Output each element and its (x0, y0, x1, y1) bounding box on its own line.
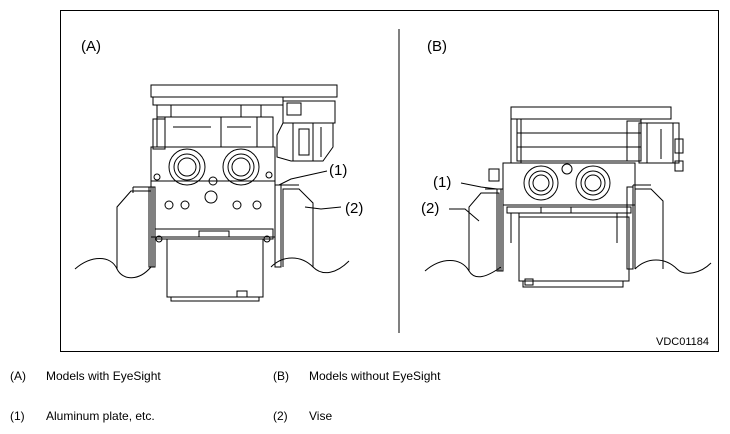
port-left-b (523, 165, 559, 201)
callout-line-1-a (278, 170, 328, 186)
port-left-a (168, 148, 206, 186)
aluminum-plate-left-a (148, 186, 156, 268)
panel-a-label: (A) (81, 38, 101, 55)
vise-jaw-right-a (280, 184, 314, 267)
legend-key-2: (2) (273, 409, 288, 423)
legend-key-b: (B) (273, 369, 289, 383)
motor-body-b (518, 216, 630, 282)
callout-1-b: (1) (433, 174, 451, 191)
legend-text-b: Models without EyeSight (309, 369, 441, 383)
panel-a-drawing (74, 84, 350, 302)
figure-code: VDC01184 (656, 336, 709, 348)
vise-jaw-right-b (632, 184, 664, 269)
legend-text-a: Models with EyeSight (46, 369, 161, 383)
legend-text-2: Vise (309, 409, 333, 423)
legend-row-2: (1) Aluminum plate, etc. (2) Vise (0, 409, 730, 425)
aluminum-plate-right-a (274, 184, 282, 268)
motor-body-a (166, 238, 264, 298)
vise-jaw-left-a (116, 186, 154, 269)
callout-line-1-b (460, 182, 498, 190)
panel-b-label: (B) (427, 38, 447, 55)
callout-line-2-a (304, 206, 342, 210)
legend-key-a: (A) (10, 369, 26, 383)
callout-1-a: (1) (329, 162, 347, 179)
panel-b-drawing (424, 106, 712, 288)
callout-2-b: (2) (421, 200, 439, 217)
legend-text-1: Aluminum plate, etc. (46, 409, 155, 423)
aluminum-plate-left-b (496, 188, 504, 272)
port-right-a (222, 148, 260, 186)
aluminum-plate-right-b (626, 186, 634, 270)
diagram-frame: (A) (B) (60, 10, 719, 352)
legend-key-1: (1) (10, 409, 25, 423)
callout-2-a: (2) (345, 200, 363, 217)
callout-line-2-b (449, 208, 480, 222)
vise-jaw-left-b (468, 188, 502, 271)
hydraulic-unit-diagram: (A) (B) (74, 29, 712, 348)
port-right-b (575, 165, 611, 201)
legend-row-1: (A) Models with EyeSight (B) Models with… (0, 369, 730, 385)
